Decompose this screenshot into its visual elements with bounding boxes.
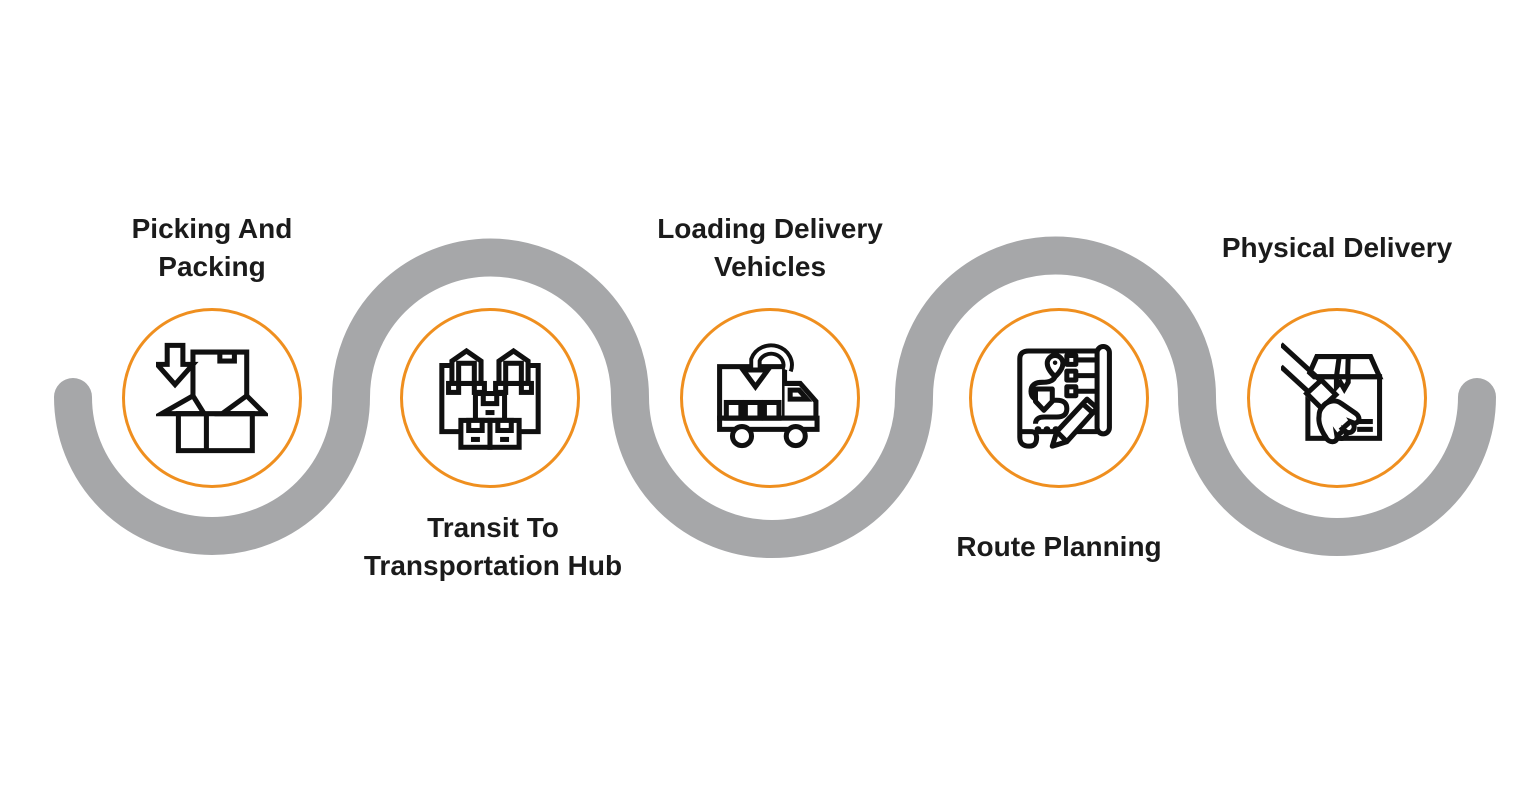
step-label-line: Packing: [158, 251, 266, 282]
step-label-line: Picking And: [131, 213, 293, 244]
step-2-circle: [400, 308, 580, 488]
warehouse-hub-boxes-icon: [439, 347, 541, 450]
step-label-line: Physical Delivery: [1221, 232, 1453, 263]
step-label-line: Transportation Hub: [363, 550, 623, 581]
step-label-line: Transit To: [427, 512, 559, 543]
open-box-arrow-icon: [156, 342, 268, 454]
step-5-circle: [1247, 308, 1427, 488]
step-1-label: Picking And Packing: [22, 196, 402, 300]
step-label-line: Vehicles: [713, 251, 827, 282]
step-label-line: Route Planning: [956, 531, 1162, 562]
step-4-label: Route Planning: [869, 495, 1249, 599]
step-3-circle: [680, 308, 860, 488]
step-1-circle: [122, 308, 302, 488]
step-2-label: Transit To Transportation Hub: [303, 495, 683, 599]
step-label-line: Loading Delivery: [657, 213, 883, 244]
loading-truck-icon: [717, 343, 820, 449]
step-4-circle: [969, 308, 1149, 488]
route-map-pencil-icon: [1017, 343, 1112, 449]
step-3-label: Loading Delivery Vehicles: [580, 196, 960, 300]
step-5-label: Physical Delivery: [1147, 196, 1527, 300]
hand-delivering-box-icon: [1281, 342, 1384, 445]
